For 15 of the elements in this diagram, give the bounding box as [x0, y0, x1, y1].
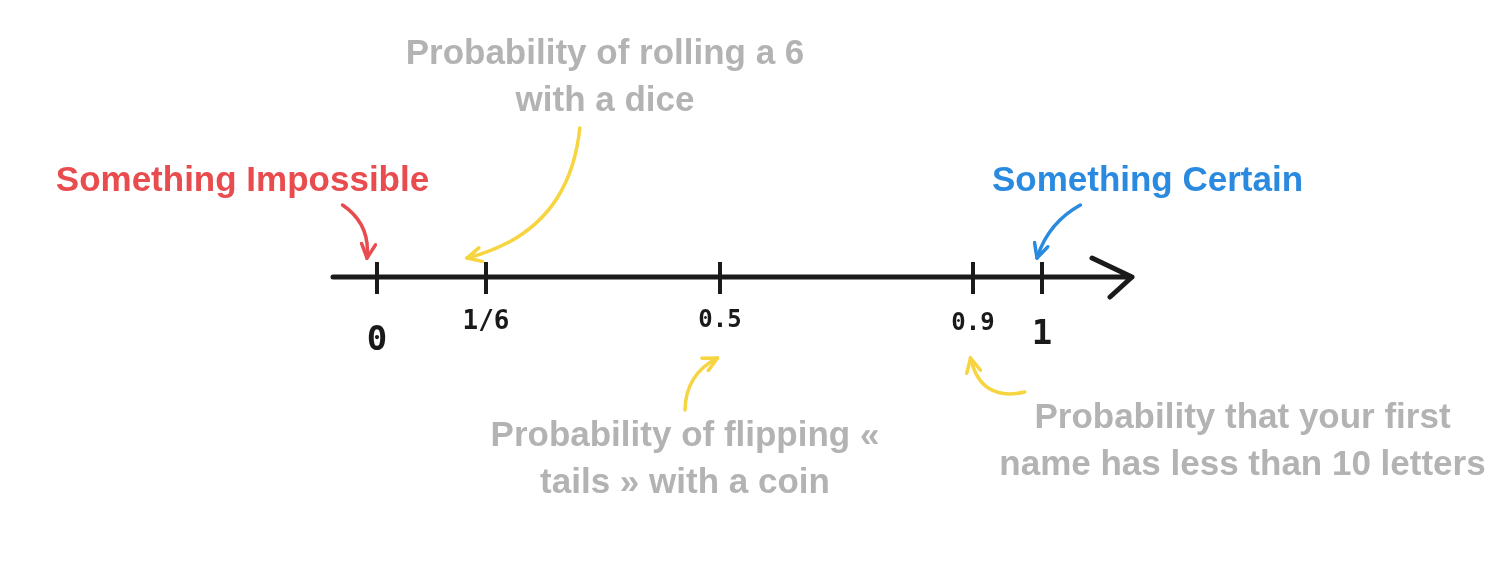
tick-label: 0.9 — [951, 308, 995, 336]
leader-arrow — [965, 356, 1027, 396]
leader-arrow — [340, 203, 377, 260]
tick-label: 1 — [1031, 312, 1053, 352]
annotation-text: Probability that your first name has less than 10 letters — [995, 392, 1490, 542]
leader-arrow — [465, 126, 582, 263]
leader-arrow — [1033, 203, 1083, 260]
annotation-text: Something Impossible — [15, 155, 470, 205]
leader-arrow — [683, 356, 720, 412]
tick-label: 0.5 — [698, 305, 742, 333]
annotation-text: Something Certain — [950, 155, 1345, 205]
tick-label: 0 — [366, 318, 388, 358]
annotation-text: Probability of flipping « tails » with a coin — [455, 410, 915, 510]
tick-label: 1/6 — [462, 305, 510, 335]
annotation-text: Probability of rolling a 6 with a dice — [395, 28, 815, 128]
